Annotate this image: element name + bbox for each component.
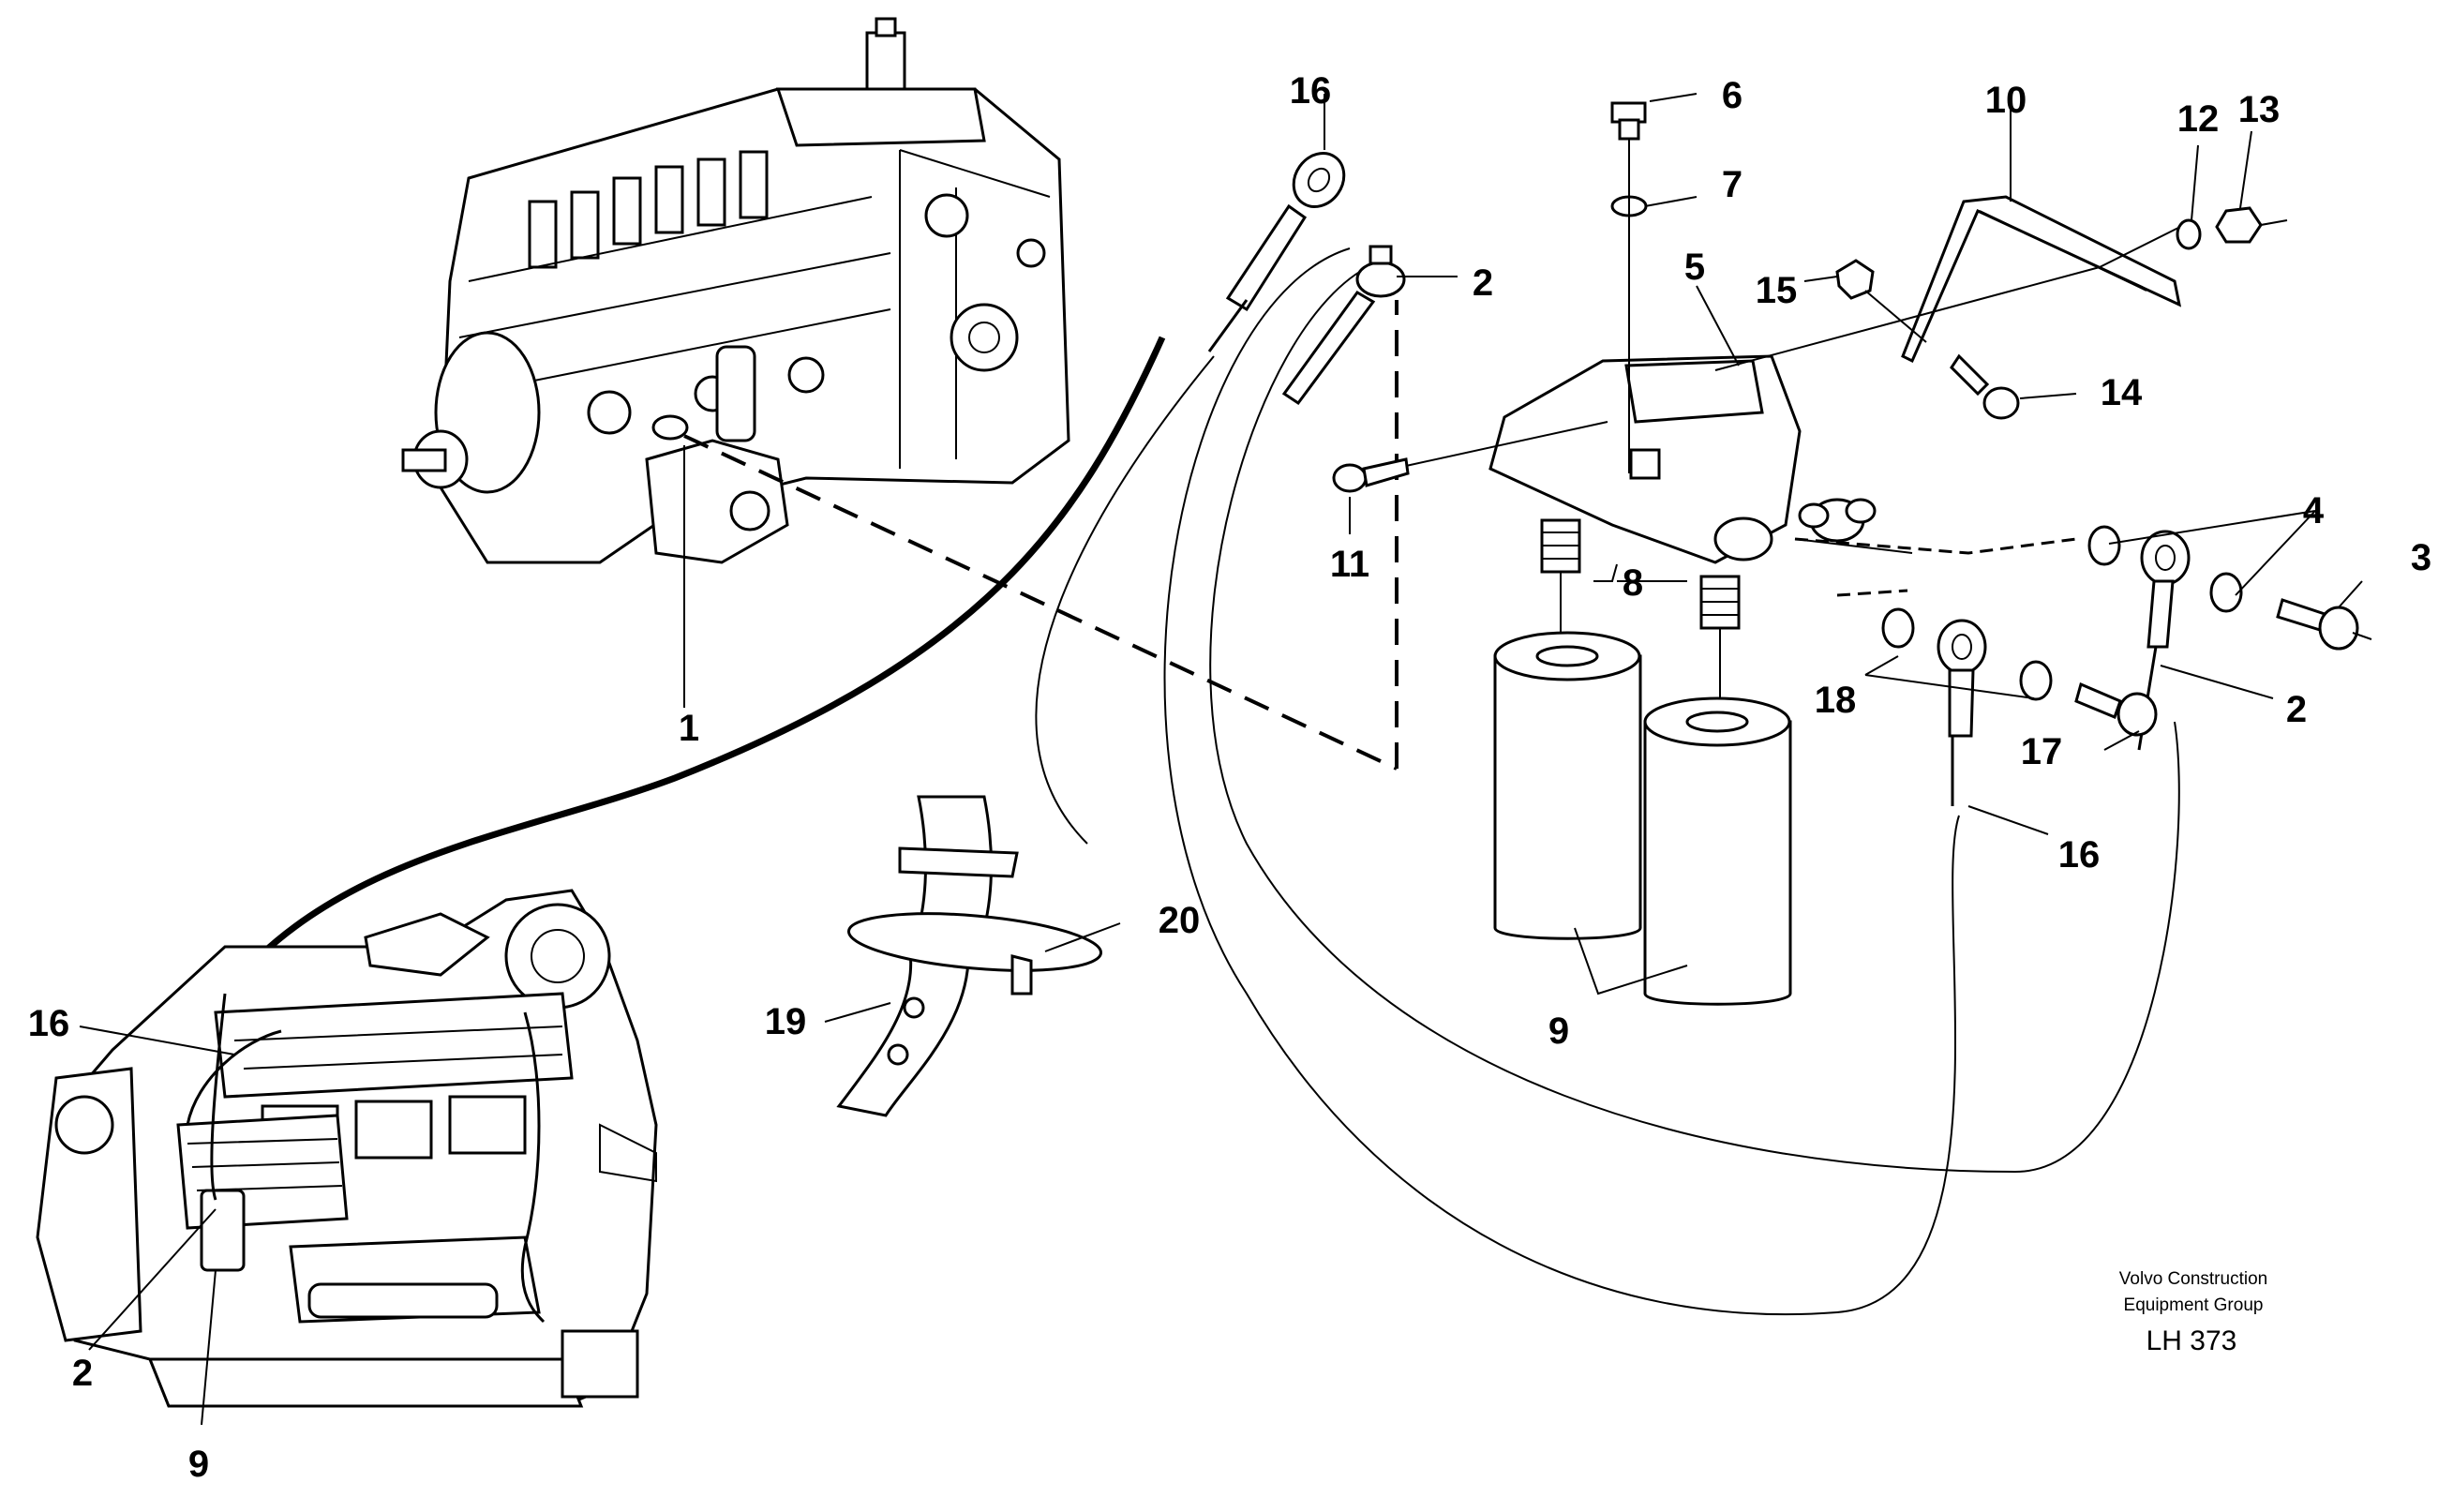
filter-cartridge-right	[1643, 696, 1792, 1006]
washer-4-left	[2087, 525, 2121, 566]
banjo-fitting-16-lower	[1937, 619, 1987, 806]
callout-14: 14	[2101, 372, 2143, 413]
bolt-11	[1332, 457, 1410, 493]
bracket-10	[1901, 195, 2182, 364]
thin-return-line-a	[1163, 247, 1960, 1316]
filter-head-5	[1488, 354, 1877, 564]
callout-17: 17	[2021, 731, 2063, 772]
credit-line-1: Volvo Construction	[2119, 1269, 2267, 1289]
nipple-8-a	[1540, 518, 1581, 574]
nut-13	[2215, 206, 2263, 244]
washer-4-right	[2209, 572, 2243, 613]
drawing-reference: LH 373	[2146, 1325, 2237, 1356]
banjo-bolt-17	[2074, 681, 2158, 737]
leader-lines	[79, 93, 2363, 1426]
thin-return-line-b	[1209, 262, 2180, 1174]
axis-line-11	[1405, 421, 1608, 467]
callout-2-right: 2	[2286, 689, 2307, 730]
injection-pump-illustration	[401, 17, 1070, 564]
pump-outlets	[528, 150, 769, 269]
callout-11: 11	[1330, 544, 1369, 585]
callout-16-hose-top: 16	[1290, 70, 1332, 112]
banjo-fitting-2-right	[2137, 530, 2191, 751]
callout-5: 5	[1684, 247, 1705, 288]
engine-illustration	[36, 889, 658, 1408]
callout-13: 13	[2238, 89, 2281, 130]
callout-7: 7	[1722, 164, 1743, 205]
axis-line-10	[1714, 224, 2185, 371]
callout-10: 10	[1985, 80, 2027, 121]
washer-18-left	[1881, 607, 1915, 649]
callout-2-hose-top: 2	[1473, 262, 1493, 304]
callout-20: 20	[1159, 900, 1201, 941]
callout-6: 6	[1722, 75, 1743, 116]
fuel-pipe-thick	[222, 336, 1166, 996]
thin-leader-pump	[1035, 355, 1215, 845]
callout-2-engine: 2	[72, 1353, 93, 1394]
bolt-14	[1950, 353, 2020, 420]
callout-8: 8	[1623, 562, 1643, 604]
callout-15: 15	[1756, 270, 1798, 311]
callout-1: 1	[679, 708, 699, 749]
credit-block: Volvo Construction Equipment Group LH 37…	[2119, 1269, 2267, 1356]
credit-line-2: Equipment Group	[2124, 1295, 2264, 1315]
dashed-line-to-4	[1794, 537, 2077, 555]
callout-16-right: 16	[2058, 834, 2101, 876]
hose-2-top	[1281, 245, 1406, 406]
washer-18-right	[2019, 660, 2053, 701]
callout-12: 12	[2177, 98, 2220, 140]
nipple-8-b	[1699, 575, 1741, 630]
callout-9-engine: 9	[188, 1444, 209, 1485]
dashed-line-to-18	[1836, 589, 1908, 597]
callouts: 1 2 2 2 3 4 5 6 7 8 9 9 10 11 12 13 14 1…	[28, 70, 2431, 1485]
pump-connection-dashed-line	[683, 434, 1398, 771]
clamp-20	[846, 912, 1103, 996]
hose-16-top	[1207, 152, 1346, 352]
washer-12	[2176, 218, 2202, 250]
callout-3: 3	[2411, 537, 2431, 578]
bolt-6	[1610, 101, 1647, 141]
callout-18: 18	[1815, 680, 1857, 721]
callout-19: 19	[765, 1001, 807, 1042]
banjo-bolt-3	[2276, 598, 2359, 651]
callout-16-engine: 16	[28, 1003, 70, 1044]
callout-4: 4	[2303, 490, 2325, 531]
nut-15	[1835, 259, 1875, 300]
filter-cartridge-left	[1493, 631, 1642, 940]
callout-9-filter: 9	[1548, 1010, 1569, 1052]
